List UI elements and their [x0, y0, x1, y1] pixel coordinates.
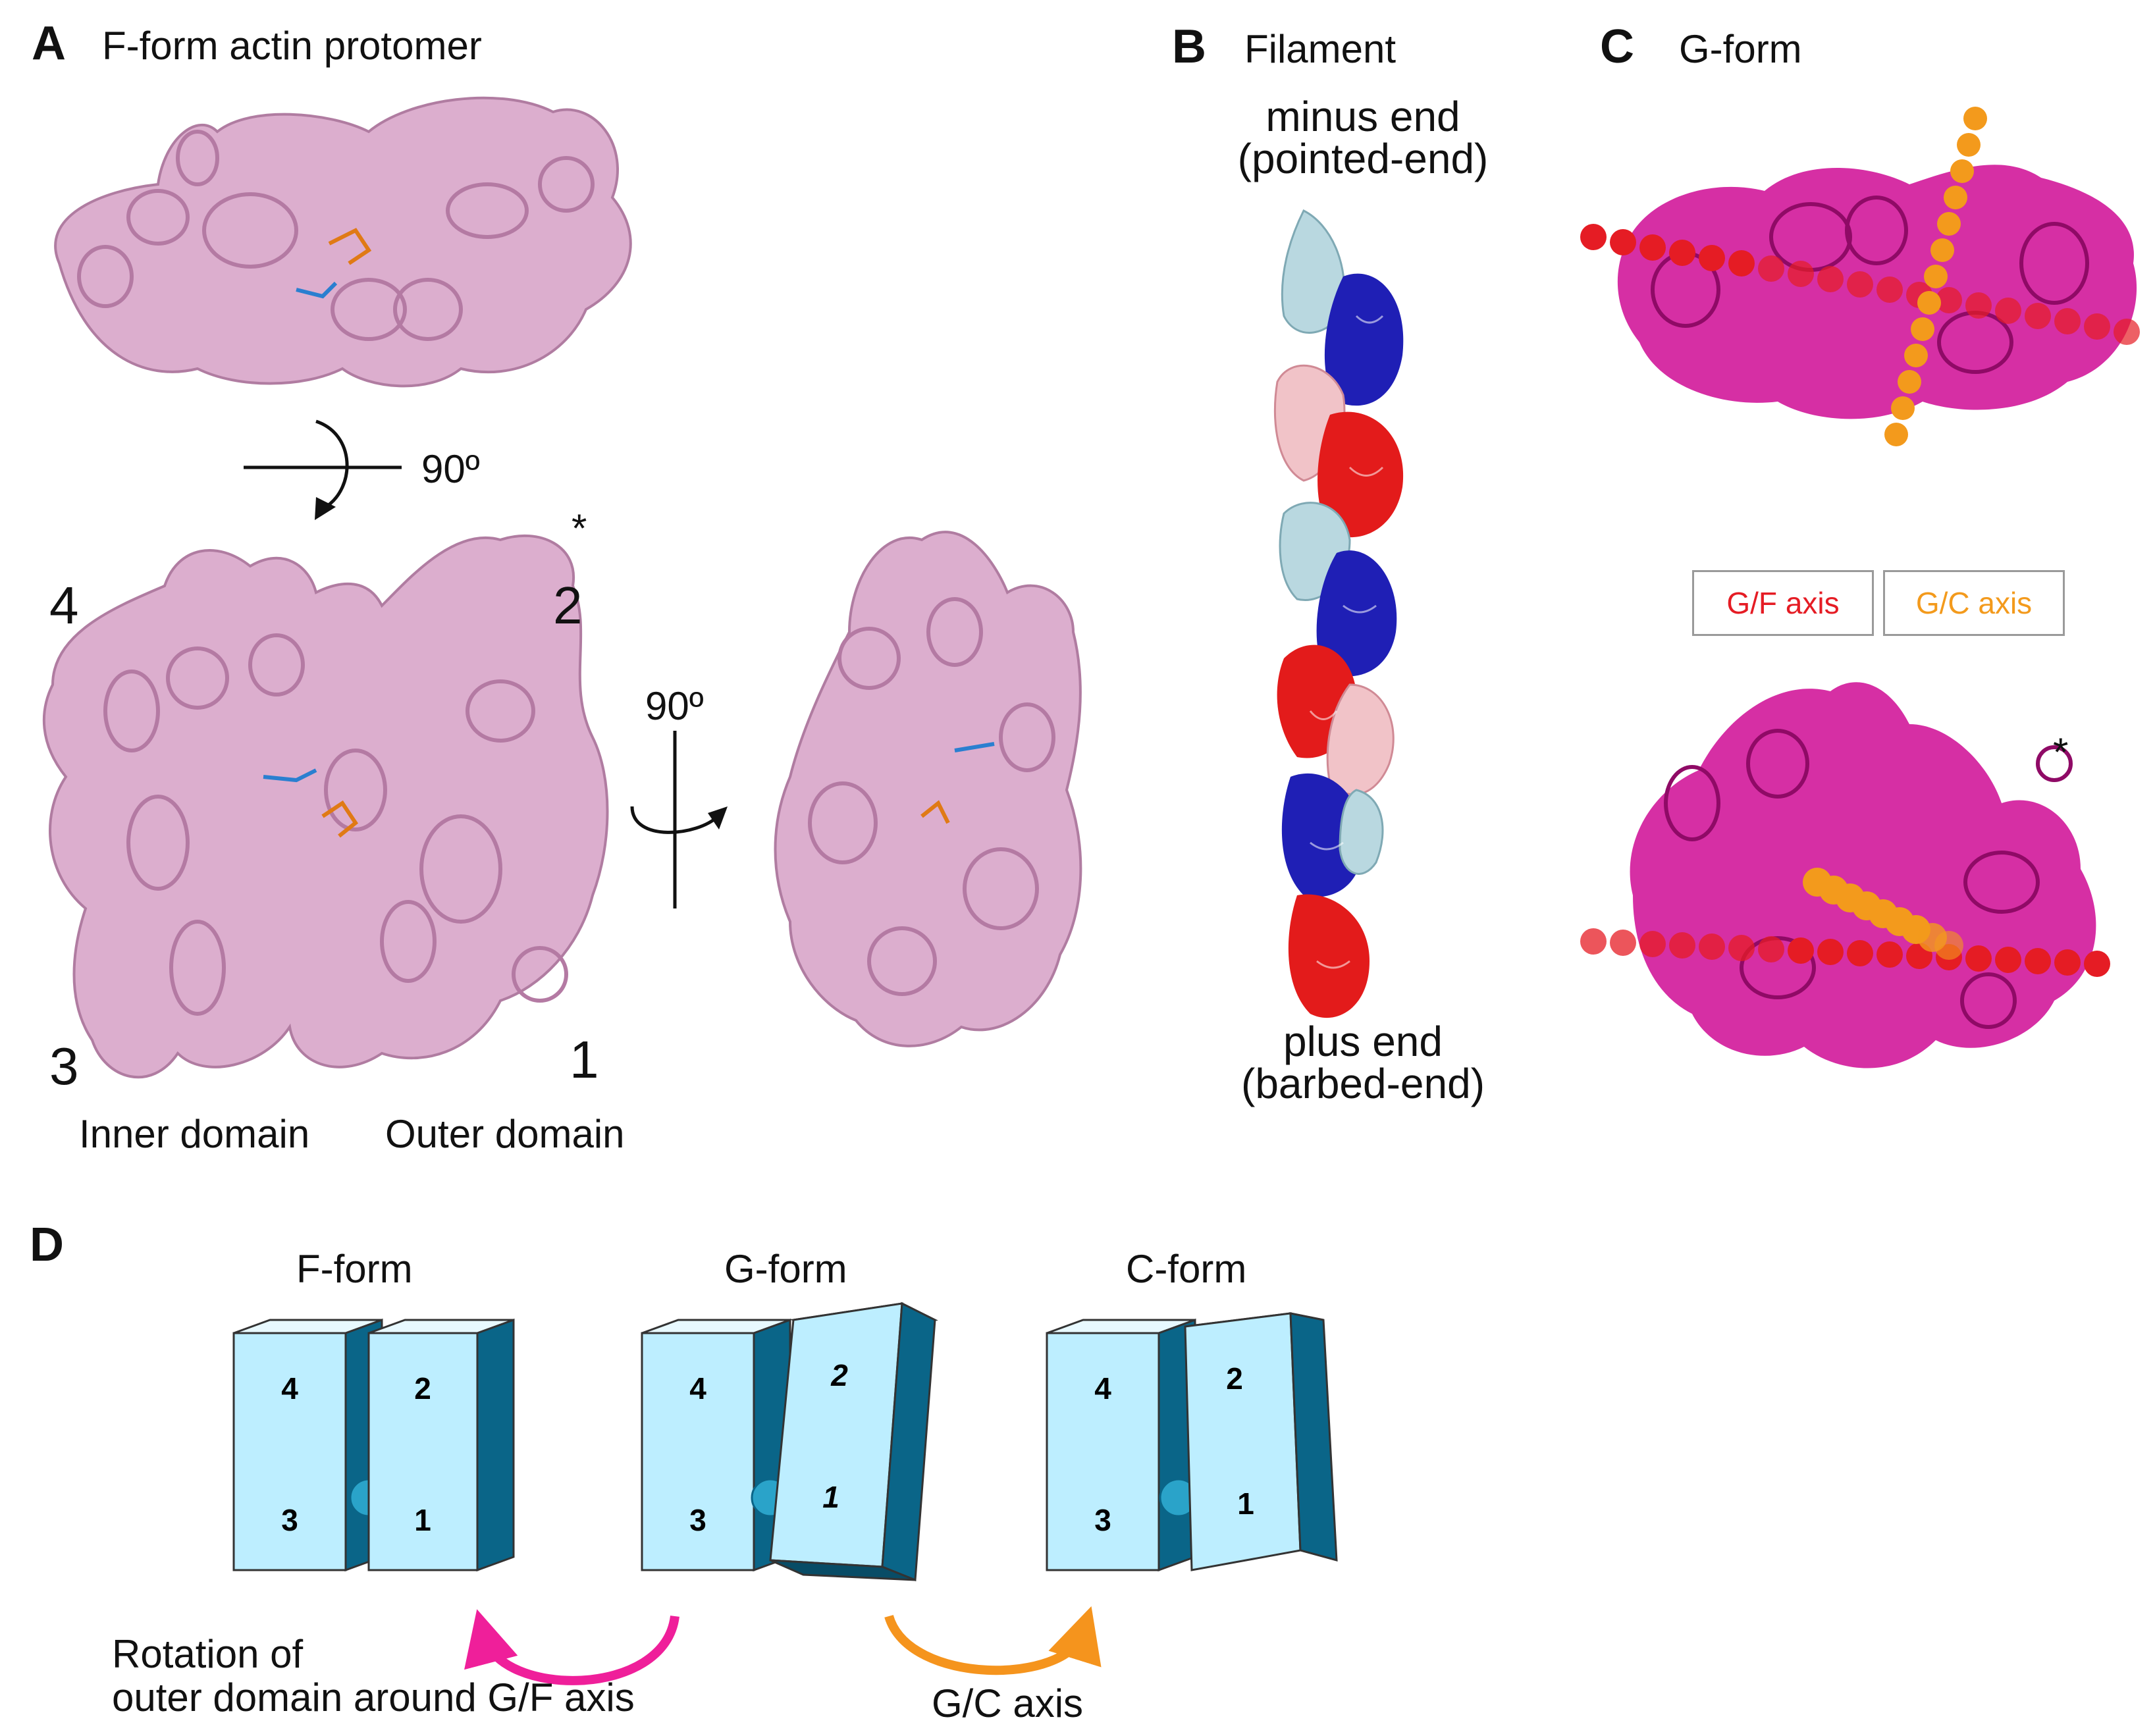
c-form-label-3: 3 [1094, 1503, 1111, 1537]
rotation-arrowhead-2 [708, 806, 728, 829]
panel-c-structures [1580, 107, 2140, 1068]
minus-end-line2: (pointed-end) [1237, 135, 1489, 182]
filament-texture [1309, 315, 1384, 969]
subdomain-3-label: 3 [49, 1037, 79, 1095]
actin-protomer-front-view [42, 534, 609, 1079]
helix-motifs-front [103, 633, 568, 1016]
actin-protomer-side-view [774, 531, 1082, 1047]
panel-c-letter: C [1600, 20, 1634, 73]
subdomain-4-label: 4 [49, 576, 79, 635]
f-form-boxes [232, 1318, 515, 1572]
helix-motifs-top [77, 130, 595, 341]
f-form-label-4: 4 [281, 1371, 298, 1406]
c-form-label-4: 4 [1094, 1371, 1111, 1406]
plus-end-label: plus end (barbed-end) [1185, 1020, 1541, 1105]
rotation-arrow-horizontal [244, 419, 402, 509]
rotation-caption: Rotation of outer domain around G/F axis [112, 1633, 635, 1720]
panel-a-title: F-form actin protomer [102, 24, 482, 68]
plus-end-line1: plus end [1283, 1018, 1443, 1065]
minus-end-line1: minus end [1265, 93, 1460, 140]
rotation-label-1: 90º [421, 447, 480, 491]
g-form-boxes [641, 1302, 938, 1582]
panel-c-asterisk: * [2053, 730, 2069, 774]
f-form-label-2: 2 [414, 1371, 431, 1406]
gc-rotation-arrow [884, 1606, 1102, 1675]
minus-end-label: minus end (pointed-end) [1185, 95, 1541, 180]
filament-segments [1273, 209, 1404, 1018]
nucleotide-side [920, 742, 995, 824]
actin-protomer-top-view [54, 96, 632, 388]
legend-gf-axis: G/F axis [1692, 570, 1874, 636]
g-form-title: G-form [724, 1247, 847, 1291]
inner-domain-label: Inner domain [79, 1112, 310, 1156]
panel-d-letter: D [30, 1219, 64, 1271]
nucleotide-top [296, 228, 372, 299]
gf-rotation-arrow [464, 1609, 679, 1685]
nucleotide-front [263, 768, 359, 838]
rotation-caption-line1: Rotation of [112, 1632, 304, 1676]
g-form-label-3: 3 [689, 1503, 706, 1537]
g-form-label-4: 4 [689, 1371, 706, 1406]
rotation-arrow-vertical [630, 731, 719, 908]
g-form-label-2: 2 [830, 1358, 848, 1392]
f-form-title: F-form [296, 1247, 413, 1291]
subdomain-2-label: 2 [553, 576, 583, 635]
panel-b-letter: B [1172, 20, 1206, 73]
c-form-label-1: 1 [1237, 1486, 1254, 1521]
c-form-boxes [1046, 1312, 1338, 1572]
panel-b-title: Filament [1244, 27, 1397, 71]
subdomain-1-label: 1 [570, 1030, 599, 1089]
gform-protomer-bottom [1630, 682, 2096, 1068]
rotation-label-2: 90º [645, 684, 704, 728]
f-form-label-3: 3 [281, 1503, 298, 1537]
f-form-label-1: 1 [414, 1503, 431, 1537]
g-form-label-1: 1 [822, 1480, 839, 1514]
gc-axis-caption: G/C axis [932, 1681, 1084, 1725]
panel-a-structures [42, 96, 1082, 1079]
plus-end-line2: (barbed-end) [1241, 1060, 1485, 1107]
gf-axis-top [1580, 224, 2140, 345]
helix-motifs-side [808, 597, 1055, 996]
panel-a-letter: A [32, 17, 66, 70]
gc-axis-bottom [1803, 868, 1963, 960]
panel-a-asterisk: * [572, 506, 587, 550]
rotation-arrowhead-1 [315, 497, 336, 520]
gc-axis-top [1884, 107, 1987, 446]
legend-gc-axis: G/C axis [1883, 570, 2065, 636]
outer-domain-label: Outer domain [385, 1112, 625, 1156]
c-form-label-2: 2 [1226, 1361, 1243, 1396]
filament-structure [1273, 209, 1404, 1018]
c-form-title: C-form [1126, 1247, 1247, 1291]
domain-box-diagram: 4 3 2 1 4 3 2 1 4 3 2 1 [232, 1302, 1338, 1685]
rotation-caption-line2: outer domain around G/F axis [112, 1675, 635, 1720]
panel-c-title: G-form [1679, 27, 1802, 71]
